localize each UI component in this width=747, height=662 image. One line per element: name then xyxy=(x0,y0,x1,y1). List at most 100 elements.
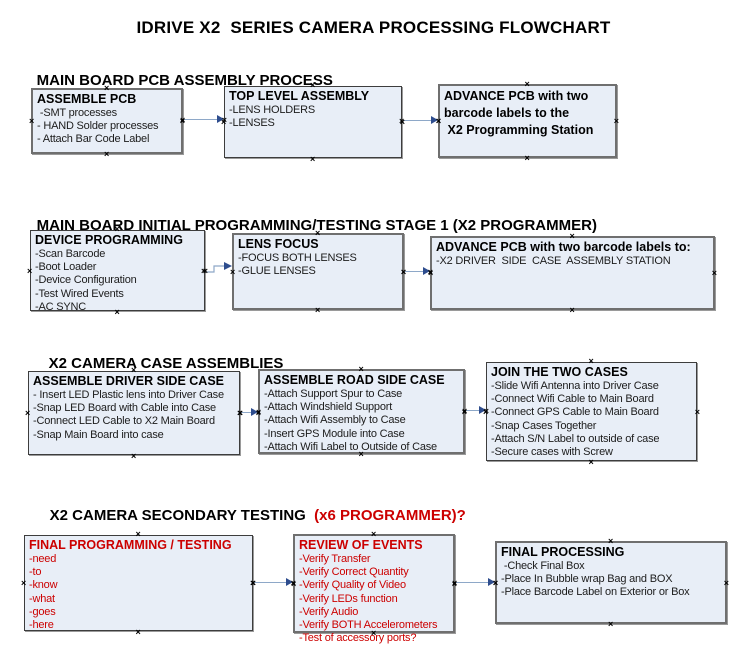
flow-box-advance-pcb-driver-station[interactable]: × × ADVANCE PCB with two barcode labels … xyxy=(428,231,717,315)
flow-box-final-processing[interactable]: × × FINAL PROCESSING -Check Final Box -P… xyxy=(493,536,729,629)
flow-box-top-level-assembly[interactable]: × × TOP LEVEL ASSEMBLY -LENS HOLDERS -LE… xyxy=(221,80,405,164)
connector-handle-icon: × xyxy=(401,267,407,277)
connector-line xyxy=(241,412,252,413)
flow-connector[interactable]: × × xyxy=(462,405,489,417)
flow-box-lens-focus[interactable]: × × LENS FOCUS -FOCUS BOTH LENSES -GLUE … xyxy=(230,228,406,315)
arrowhead-icon xyxy=(286,578,293,586)
box-item: -Place Barcode Label on Exterior or Box xyxy=(501,586,690,599)
flow-box-device-programming[interactable]: × × DEVICE PROGRAMMING -Scan Barcode -Bo… xyxy=(27,224,208,317)
connector-handle-icon: × xyxy=(180,115,186,125)
connector-handle-icon: × xyxy=(452,578,458,588)
box-item: -Connect GPS Cable to Main Board xyxy=(491,406,659,419)
box-item: -Snap LED Board with Cable into Case xyxy=(33,402,216,415)
section-heading-text: X2 CAMERA CASE ASSEMBLIES xyxy=(48,355,284,372)
flow-box-assemble-road-side-case[interactable]: × × ASSEMBLE ROAD SIDE CASE -Attach Supp… xyxy=(256,364,467,459)
connector-handle-icon: × xyxy=(21,578,27,588)
box-item: - HAND Solder processes xyxy=(37,120,159,133)
box-item: -Attach Support Spur to Case xyxy=(264,388,403,400)
box-item: -goes xyxy=(29,605,56,618)
box-title: ADVANCE PCB with two barcode labels to: xyxy=(436,240,691,254)
box-item: -Test of accessory ports? xyxy=(299,632,417,645)
section-heading-red-text: (x6 PROGRAMMER)? xyxy=(314,507,466,524)
arrowhead-icon xyxy=(488,578,495,586)
box-item: -Slide Wifi Antenna into Driver Case xyxy=(491,380,659,392)
box-item: -Scan Barcode xyxy=(35,248,106,260)
box-item: -FOCUS BOTH LENSES xyxy=(238,252,357,264)
box-item: -GLUE LENSES xyxy=(238,265,316,278)
flow-connector[interactable]: × × xyxy=(180,114,227,126)
box-title: ASSEMBLE DRIVER SIDE CASE xyxy=(33,374,225,388)
section-heading-case-assemblies: X2 CAMERA CASE ASSEMBLIES xyxy=(32,338,284,389)
connector-handle-icon: × xyxy=(250,578,256,588)
arrowhead-icon xyxy=(217,115,224,123)
box-item: -Verify Correct Quantity xyxy=(299,566,409,579)
box-item: -SMT processes xyxy=(37,107,117,119)
page-title: IDRIVE X2 SERIES CAMERA PROCESSING FLOWC… xyxy=(136,18,611,37)
arrowhead-icon xyxy=(251,408,258,416)
box-item: -need xyxy=(29,553,57,565)
flow-box-assemble-driver-side-case[interactable]: × × ASSEMBLE DRIVER SIDE CASE - Insert L… xyxy=(25,365,243,461)
box-item: -Attach S/N Label to outside of case xyxy=(491,432,660,445)
connector-handle-icon: × xyxy=(27,265,33,276)
connector-handle-icon: × xyxy=(613,116,619,126)
flow-box-review-of-events[interactable]: × × REVIEW OF EVENTS -Verify Transfer -V… xyxy=(291,529,457,644)
box-title: REVIEW OF EVENTS xyxy=(299,538,423,552)
connector-handle-icon: × xyxy=(427,267,433,277)
flow-box-assemble-pcb[interactable]: × × ASSEMBLE PCB -SMT processes - HAND S… xyxy=(29,83,185,159)
box-item: -Verify Quality of Video xyxy=(299,579,406,592)
box-title: DEVICE PROGRAMMING xyxy=(35,233,183,247)
box-item: -Snap Cases Together xyxy=(491,419,597,432)
box-item: -Insert GPS Module into Case xyxy=(264,427,405,440)
box-item: -what xyxy=(29,592,55,605)
connector-handle-icon: × xyxy=(399,116,405,126)
connector-handle-icon: × xyxy=(461,406,467,417)
box-title: ASSEMBLE ROAD SIDE CASE xyxy=(264,373,445,387)
flow-box-join-the-two-cases[interactable]: × × JOIN THE TWO CASES -Slide Wifi Anten… xyxy=(483,356,700,467)
box-item: -LENSES xyxy=(229,117,275,130)
connector-handle-icon: × xyxy=(290,578,296,588)
connector-handle-icon: × xyxy=(237,408,243,418)
box-item: - Attach Bar Code Label xyxy=(37,133,150,146)
box-item: -here xyxy=(29,619,54,632)
box-item: -LENS HOLDERS xyxy=(229,104,316,116)
box-item: -Verify Transfer xyxy=(299,553,371,565)
connector-handle-icon: × xyxy=(202,265,208,276)
box-item: -Device Configuration xyxy=(35,274,137,287)
box-item: -Connect Wifi Cable to Main Board xyxy=(491,393,654,406)
box-item: -Attach Wifi Label to Outside of Case xyxy=(264,440,437,453)
connector-handle-icon: × xyxy=(399,117,405,127)
flow-connector[interactable]: × × xyxy=(250,577,296,589)
section-heading-text: MAIN BOARD PCB ASSEMBLY PROCESS xyxy=(36,72,333,89)
flow-connector[interactable]: × × xyxy=(452,577,498,589)
box-item: -Snap Main Board into case xyxy=(33,428,164,441)
connector-handle-icon: × xyxy=(711,268,717,278)
arrowhead-icon xyxy=(479,406,486,414)
connector-handle-icon: × xyxy=(230,266,236,277)
box-title: TOP LEVEL ASSEMBLY xyxy=(229,89,370,103)
box-title: ADVANCE PCB with two barcode labels to t… xyxy=(444,89,594,137)
flow-connector[interactable]: × × xyxy=(237,407,261,419)
connector-handle-icon: × xyxy=(428,268,434,278)
connector-handle-icon: × xyxy=(25,408,31,418)
box-item: -to xyxy=(29,566,42,579)
connector-handle-icon: × xyxy=(436,116,442,126)
connector-handle-icon: × xyxy=(493,577,499,588)
connector-handle-icon: × xyxy=(435,116,441,126)
connector-line xyxy=(403,120,432,121)
flow-connector[interactable]: × × xyxy=(399,115,441,127)
connector-handle-icon: × xyxy=(492,578,498,588)
flow-box-final-programming-testing[interactable]: × × FINAL PROGRAMMING / TESTING -need -t… xyxy=(21,529,256,637)
connector-handle-icon: × xyxy=(237,408,243,418)
box-title: ASSEMBLE PCB xyxy=(37,92,137,106)
box-item: -Verify LEDs function xyxy=(299,592,398,605)
flow-box-advance-pcb-programming-station[interactable]: × × ADVANCE PCB with two barcode labels … xyxy=(436,79,619,163)
connector-handle-icon: × xyxy=(400,266,406,277)
box-item: -Place In Bubble wrap Bag and BOX xyxy=(501,573,673,586)
box-item: -Verify Audio xyxy=(299,605,359,618)
flow-connector-elbow[interactable] xyxy=(205,258,233,278)
connector-line xyxy=(466,410,480,411)
flow-connector[interactable]: × × xyxy=(401,266,433,278)
box-item: -Verify BOTH Accelerometers xyxy=(299,619,438,632)
connector-line xyxy=(254,582,287,583)
